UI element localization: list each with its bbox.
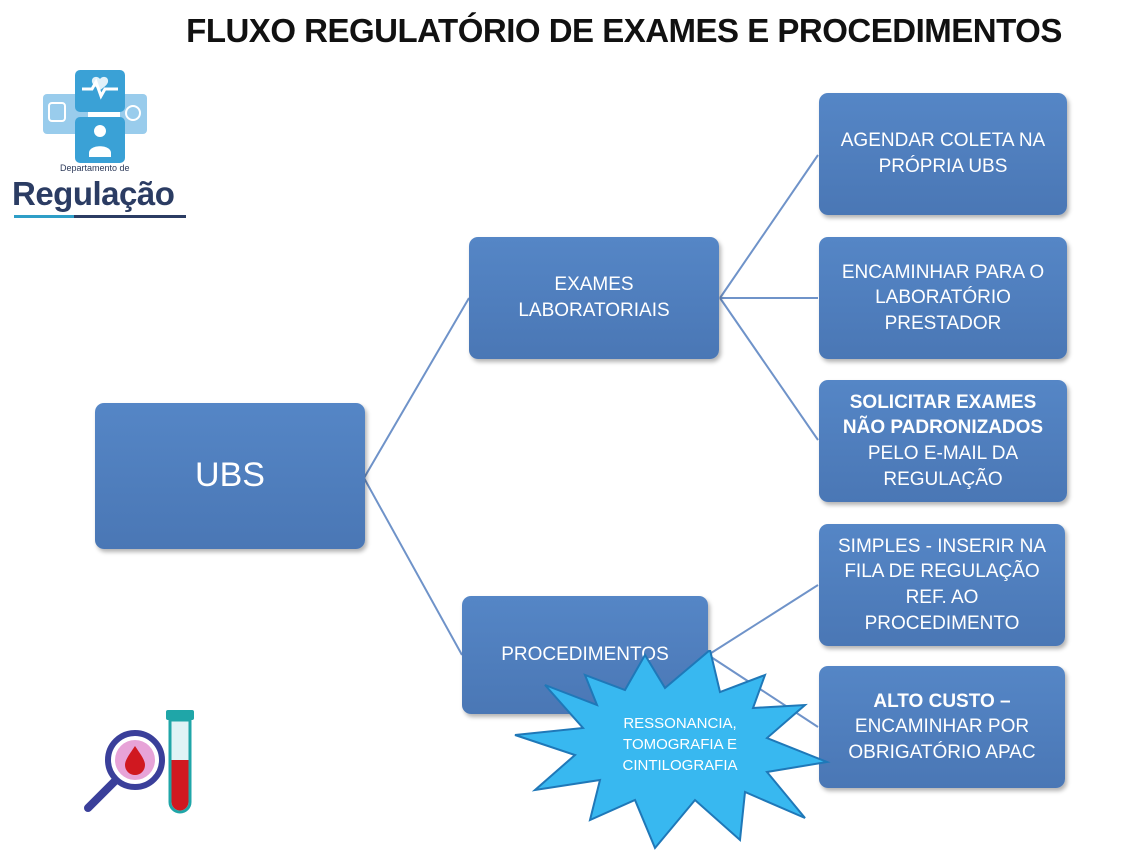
node-solicitar-line-1: SOLICITAR EXAMES	[849, 391, 1037, 413]
node-exames-line-2: LABORATORIAIS	[518, 300, 670, 321]
connector-exames-solicitar	[719, 297, 819, 441]
node-agendar-coleta: AGENDAR COLETA NA PRÓPRIA UBS	[819, 93, 1067, 215]
connector-ubs-exames	[363, 297, 470, 479]
callout-line-1: RESSONANCIA,	[623, 715, 737, 732]
node-alto-custo-line-3: OBRIGATÓRIO APAC	[848, 741, 1036, 763]
logo-underline	[14, 215, 186, 218]
node-simples-line-3: REF. AO	[905, 587, 979, 608]
node-encaminhar-line-3: PRESTADOR	[884, 312, 1002, 334]
node-ubs: UBS	[95, 403, 365, 549]
node-simples-line-1: SIMPLES - INSERIR NA	[838, 535, 1046, 557]
node-simples-line-2: FILA DE REGULAÇÃO	[844, 561, 1040, 583]
node-procedimentos-label: PROCEDIMENTOS	[501, 644, 669, 666]
starburst-callout-shape	[514, 650, 831, 850]
node-alto-custo: ALTO CUSTO – ENCAMINHAR POR OBRIGATÓRIO …	[819, 666, 1065, 788]
test-tube-icon	[166, 710, 194, 814]
node-solicitar-line-4: REGULAÇÃO	[883, 468, 1003, 490]
node-alto-custo-line-1: ALTO CUSTO –	[873, 690, 1011, 712]
callout-line-3: CINTILOGRAFIA	[622, 757, 738, 774]
node-agendar-line-1: AGENDAR COLETA NA	[840, 130, 1046, 152]
node-ubs-label: UBS	[195, 456, 265, 495]
node-encaminhar-line-1: ENCAMINHAR PARA O	[841, 261, 1045, 283]
node-agendar-line-2: PRÓPRIA UBS	[878, 156, 1008, 177]
connector-procedimentos-alto-custo	[707, 654, 819, 728]
connector-procedimentos-simples	[707, 584, 819, 656]
connector-exames-agendar	[719, 154, 819, 299]
node-simples-line-4: PROCEDIMENTO	[864, 612, 1020, 634]
node-simples: SIMPLES - INSERIR NA FILA DE REGULAÇÃO R…	[819, 524, 1065, 646]
callout-line-2: TOMOGRAFIA E	[623, 736, 737, 753]
logo-subtitle: Departamento de	[60, 163, 130, 173]
node-alto-custo-line-2: ENCAMINHAR POR	[854, 716, 1030, 738]
node-encaminhar-line-2: LABORATÓRIO	[875, 287, 1011, 309]
node-solicitar-line-3: PELO E-MAIL DA	[867, 443, 1019, 464]
node-solicitar-exames: SOLICITAR EXAMES NÃO PADRONIZADOS PELO E…	[819, 380, 1067, 502]
node-encaminhar-laboratorio: ENCAMINHAR PARA O LABORATÓRIO PRESTADOR	[819, 237, 1067, 359]
node-exames-line-1: EXAMES	[554, 274, 634, 296]
page-title: FLUXO REGULATÓRIO DE EXAMES E PROCEDIMEN…	[186, 12, 1062, 49]
logo-title: Regulação	[12, 175, 175, 212]
magnifier-blood-drop-icon	[84, 730, 165, 812]
node-exames-laboratoriais: EXAMES LABORATORIAIS	[469, 237, 719, 359]
connector-ubs-procedimentos	[363, 477, 463, 656]
health-department-logo	[43, 70, 147, 163]
callout-text: RESSONANCIA, TOMOGRAFIA E CINTILOGRAFIA	[595, 713, 765, 776]
node-procedimentos: PROCEDIMENTOS	[462, 596, 708, 714]
node-solicitar-line-2: NÃO PADRONIZADOS	[842, 417, 1044, 439]
